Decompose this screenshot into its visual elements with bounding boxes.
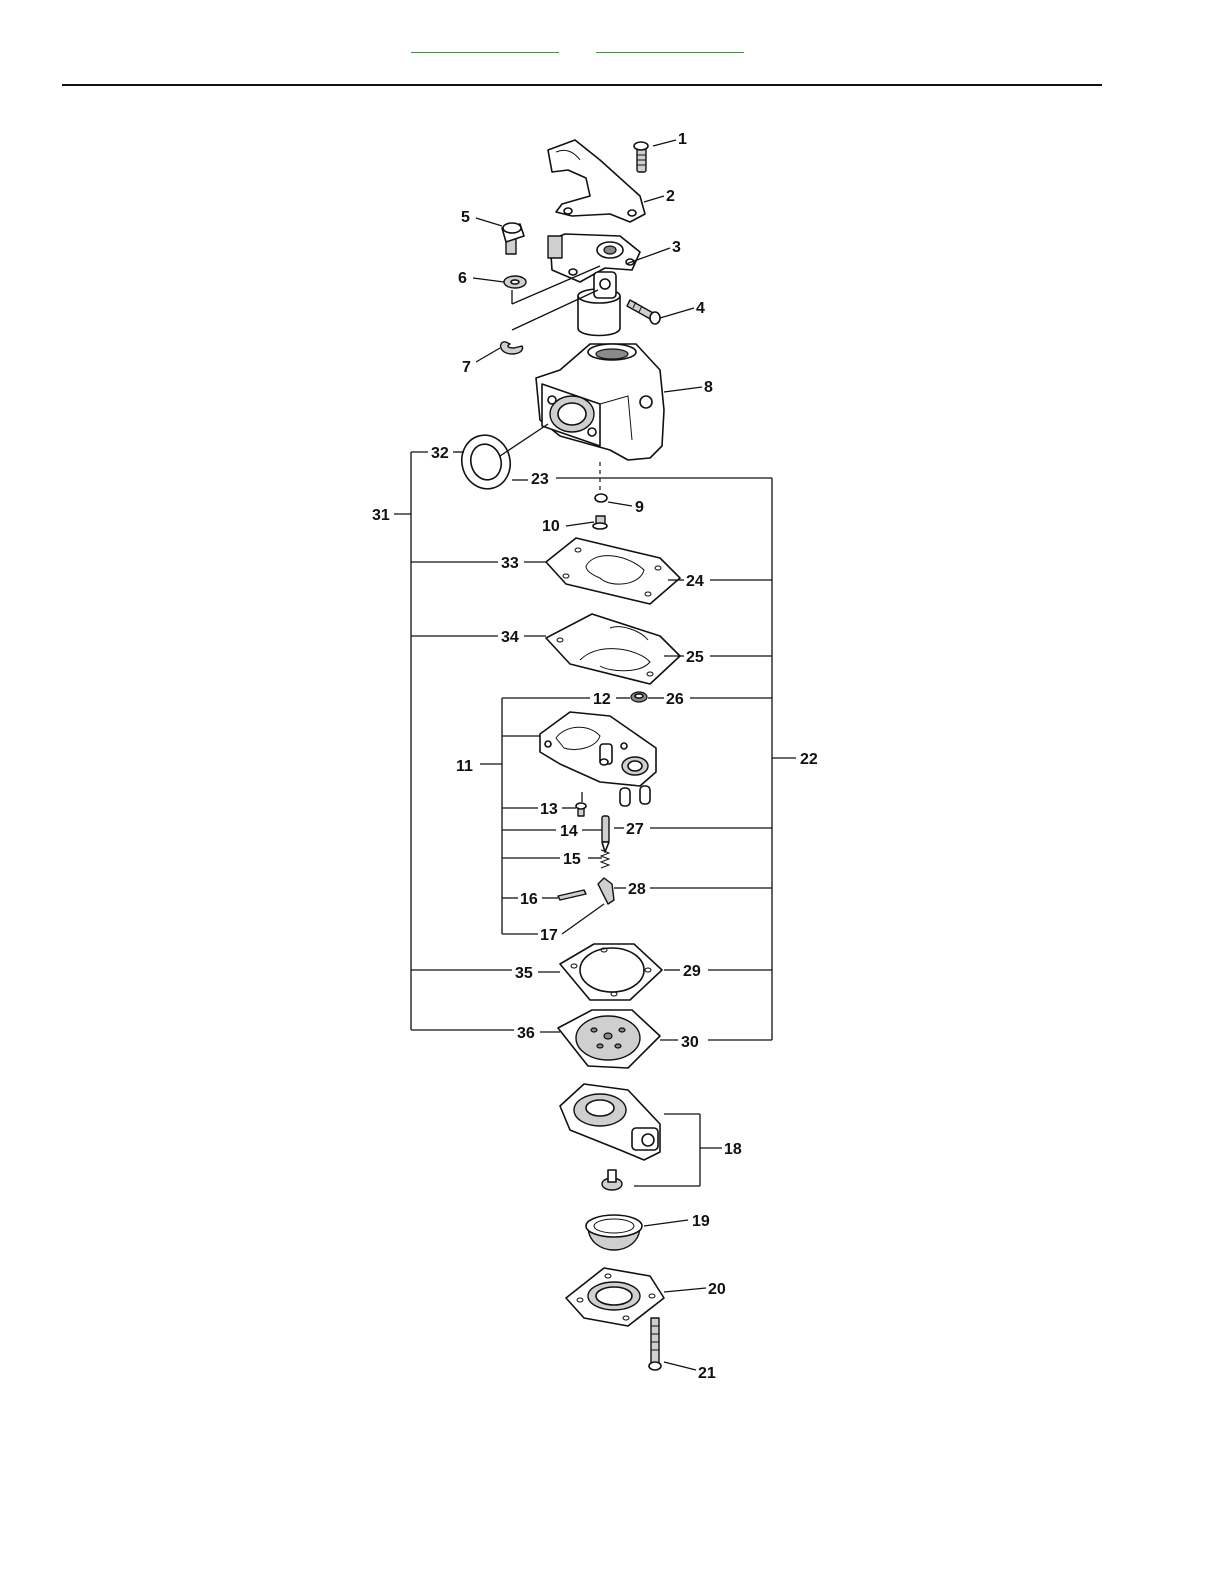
part-3-throttle-valve-icon	[548, 234, 640, 336]
part-24-gasket-icon	[546, 538, 680, 604]
part-30-diaphragm-icon	[558, 1010, 660, 1068]
callout-24: 24	[686, 573, 704, 590]
part-19-primer-bulb-icon	[586, 1215, 642, 1250]
part-14-needle-icon	[602, 816, 609, 852]
callout-16: 16	[520, 891, 538, 908]
callout-9: 9	[635, 499, 644, 516]
callout-29: 29	[683, 963, 701, 980]
part-18-pump-cover-icon	[560, 1084, 660, 1160]
callout-25: 25	[686, 649, 704, 666]
callout-7: 7	[462, 359, 471, 376]
part-32-gasket-ring-icon	[456, 430, 516, 495]
callout-33: 33	[501, 555, 519, 572]
callout-3: 3	[672, 239, 681, 256]
part-20-retainer-plate-icon	[566, 1268, 664, 1326]
callout-26: 26	[666, 691, 684, 708]
callout-12: 12	[593, 691, 611, 708]
callout-23: 23	[531, 471, 549, 488]
part-26-screen-icon	[631, 692, 647, 702]
callout-34: 34	[501, 629, 519, 646]
callout-6: 6	[458, 270, 467, 287]
callout-35: 35	[515, 965, 533, 982]
callout-22: 22	[800, 751, 818, 768]
callout-14: 14	[560, 823, 578, 840]
part-16-pin-icon	[558, 890, 586, 900]
callout-15: 15	[563, 851, 581, 868]
callout-11: 11	[456, 758, 473, 775]
callout-8: 8	[704, 379, 713, 396]
callout-21: 21	[698, 1365, 716, 1382]
part-2-lever-bracket-icon	[548, 140, 645, 222]
part-1-screw-icon	[634, 142, 648, 172]
part-18-valve-icon	[602, 1170, 622, 1190]
callout-2: 2	[666, 188, 675, 205]
part-29-gasket-icon	[560, 944, 662, 1000]
part-6-washer-icon	[504, 276, 526, 288]
part-11-pump-body-icon	[540, 712, 656, 806]
callout-27: 27	[626, 821, 644, 838]
callout-32: 32	[431, 445, 449, 462]
callout-10: 10	[542, 518, 560, 535]
part-10-jet-icon	[593, 516, 607, 529]
callout-30: 30	[681, 1034, 699, 1051]
part-21-long-screw-icon	[649, 1318, 661, 1370]
part-9-o-ring-icon	[595, 494, 607, 502]
callout-5: 5	[461, 209, 470, 226]
callout-13: 13	[540, 801, 558, 818]
callout-28: 28	[628, 881, 646, 898]
callout-31: 31	[372, 507, 390, 524]
part-7-e-clip-icon	[501, 342, 523, 354]
part-4-screw-icon	[627, 300, 660, 324]
callout-36: 36	[517, 1025, 535, 1042]
callout-19: 19	[692, 1213, 710, 1230]
callout-4: 4	[696, 300, 705, 317]
part-5-plug-icon	[502, 223, 524, 254]
part-25-gasket-icon	[546, 614, 680, 684]
part-8-carburetor-body-icon	[536, 344, 664, 460]
part-13-screw-icon	[576, 803, 586, 816]
callout-17: 17	[540, 927, 558, 944]
callout-1: 1	[678, 131, 687, 148]
callout-18: 18	[724, 1141, 742, 1158]
callout-20: 20	[708, 1281, 726, 1298]
part-17-lever-icon	[598, 878, 614, 904]
